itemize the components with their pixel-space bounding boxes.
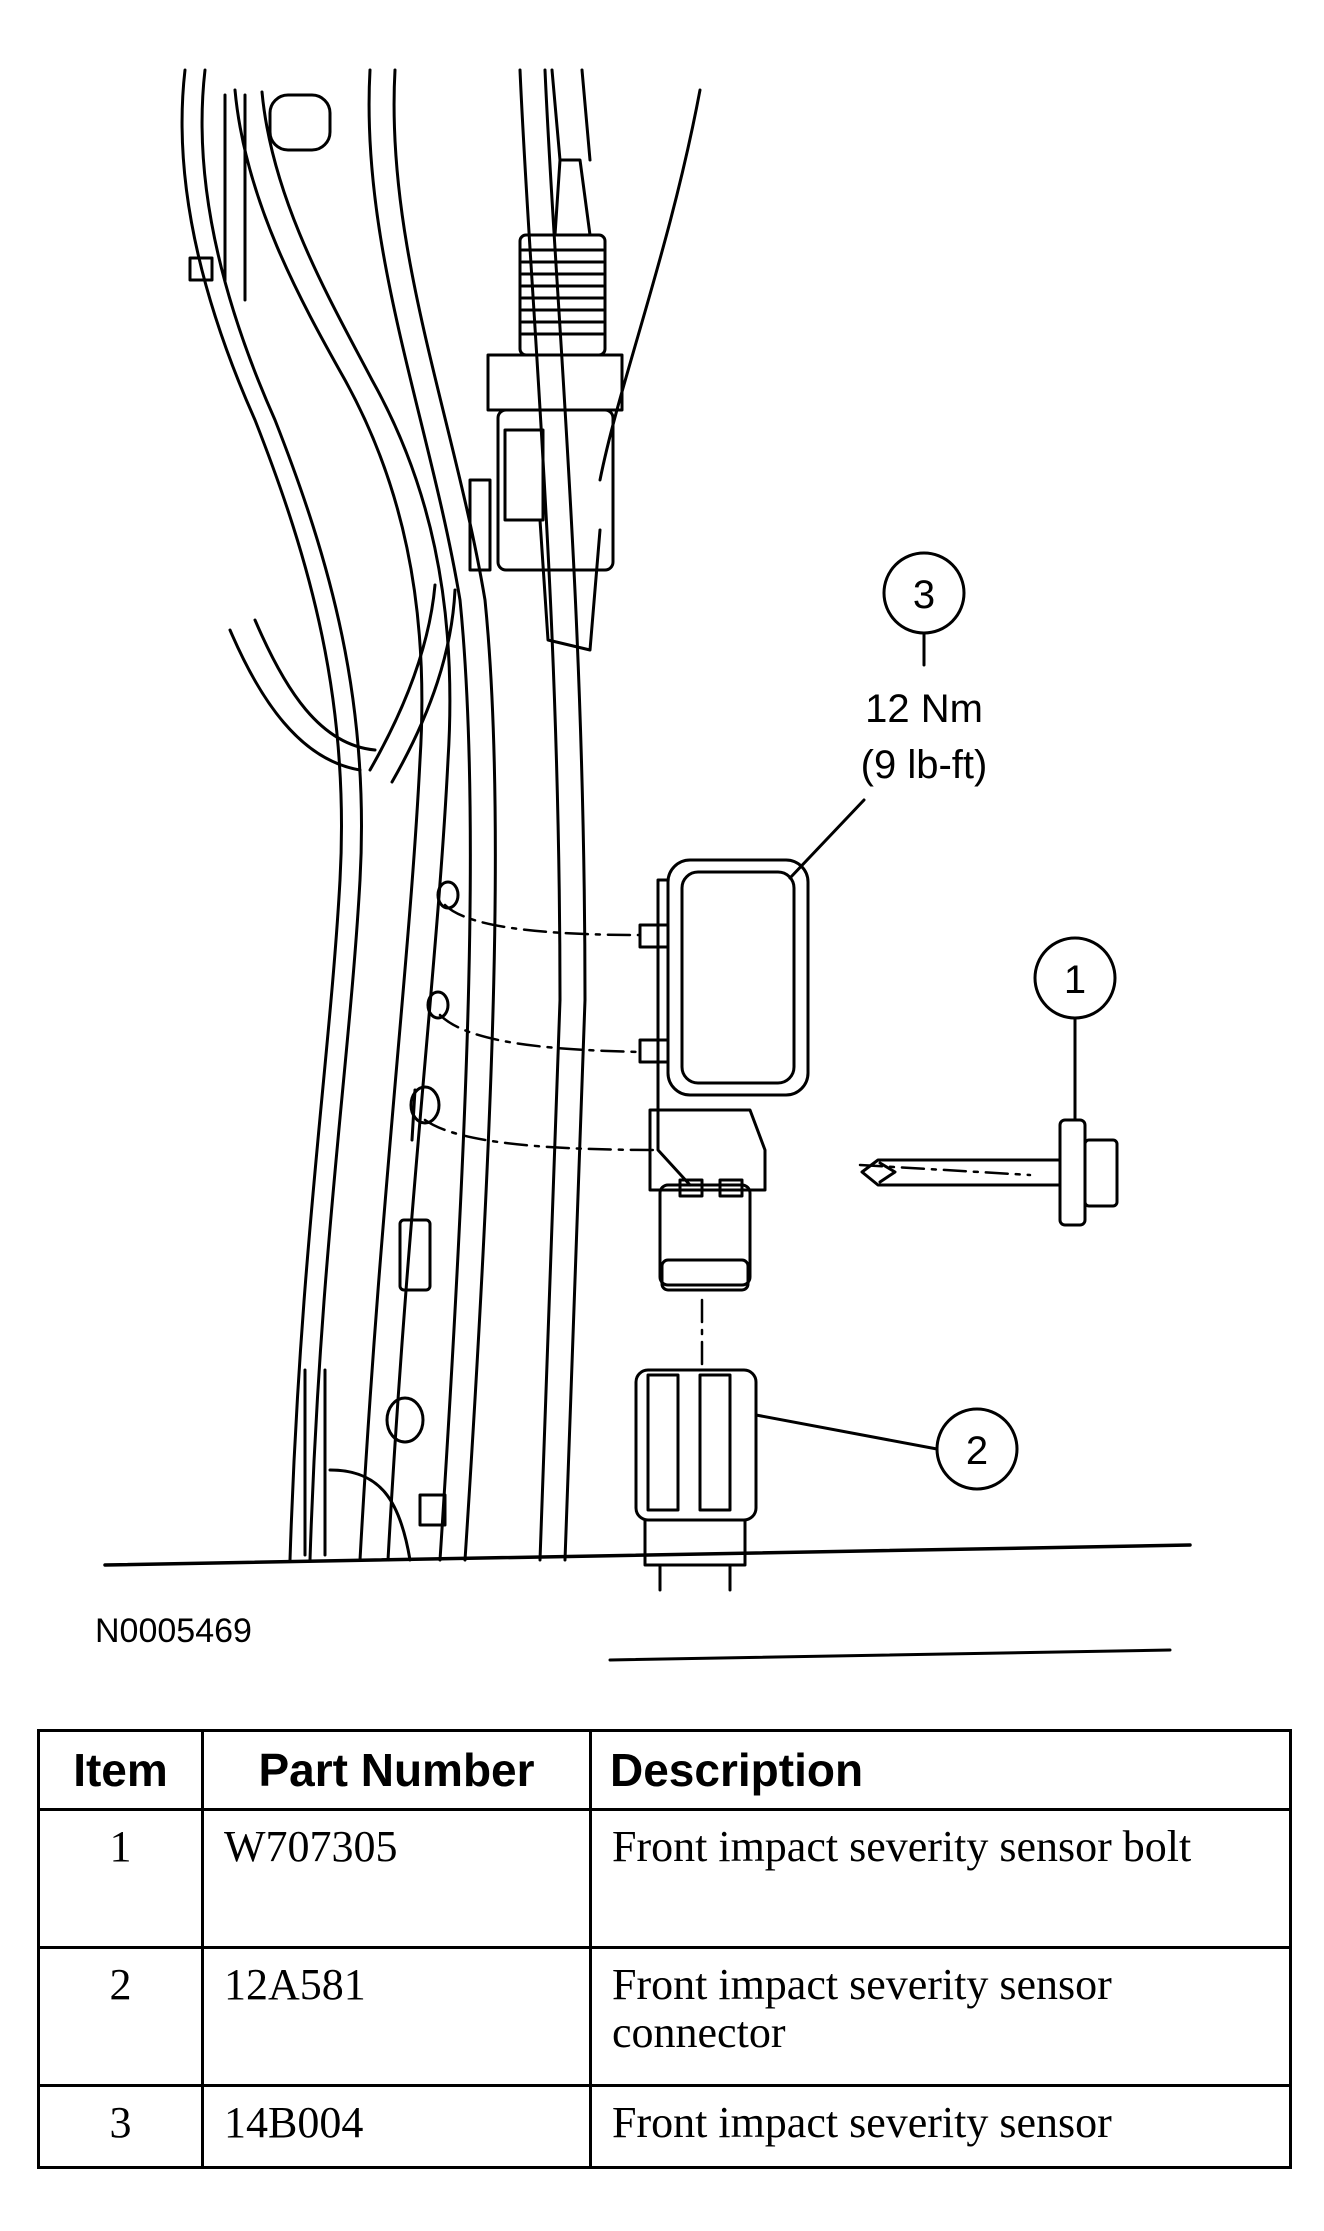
header-part-number: Part Number — [201, 1729, 592, 1811]
table-header-row: Item Part Number Description — [37, 1729, 1292, 1811]
pillar-hole-edge — [410, 1088, 417, 1142]
table-row: 3 14B004 Front impact severity sensor — [37, 2084, 1292, 2169]
callout-2: 2 — [754, 1407, 1019, 1491]
header-item: Item — [37, 1729, 204, 1811]
item-number: 3 — [37, 2084, 204, 2169]
callout-1-number: 1 — [1064, 958, 1086, 1002]
bolt — [860, 1118, 1119, 1227]
part-number: 14B004 — [201, 2084, 592, 2169]
description: Front impact severity sensor bolt — [589, 1808, 1292, 1949]
callout-1: 1 — [1033, 936, 1117, 1122]
mating-connector — [634, 1368, 758, 1592]
pillar-hole-upper — [436, 880, 460, 910]
torque-imperial-label: (9 lb-ft) — [861, 743, 988, 787]
part-number: 12A581 — [201, 1946, 592, 2087]
callout-2-leader — [754, 1413, 939, 1451]
table-row: 2 12A581 Front impact severity sensor co… — [37, 1946, 1292, 2087]
impact-sensor — [638, 858, 810, 1292]
item-number: 2 — [37, 1946, 204, 2087]
alignment-lines — [423, 903, 1032, 1367]
item-number: 1 — [37, 1808, 204, 1949]
pillar-structure — [103, 68, 1192, 1662]
table-row: 1 W707305 Front impact severity sensor b… — [37, 1808, 1292, 1949]
pillar-hole-lower — [409, 1085, 441, 1125]
pillar-hole-middle — [426, 990, 450, 1020]
header-description: Description — [589, 1729, 1292, 1811]
figure-id: N0005469 — [95, 1612, 252, 1650]
torque-metric-label: 12 Nm — [865, 687, 983, 731]
part-number: W707305 — [201, 1808, 592, 1949]
callout-3-number: 3 — [913, 573, 935, 617]
description: Front impact severity sensor connector — [589, 1946, 1292, 2087]
callout-3-leader — [788, 798, 866, 880]
sensor-installation-diagram: 3 12 Nm (9 lb-ft) 1 2 — [103, 68, 1192, 1662]
callout-3: 3 12 Nm (9 lb-ft) — [788, 551, 988, 880]
cable-connector — [468, 68, 624, 652]
parts-table: Item Part Number Description 1 W707305 F… — [37, 1729, 1292, 2169]
description: Front impact severity sensor — [589, 2084, 1292, 2169]
callout-2-number: 2 — [966, 1429, 988, 1473]
